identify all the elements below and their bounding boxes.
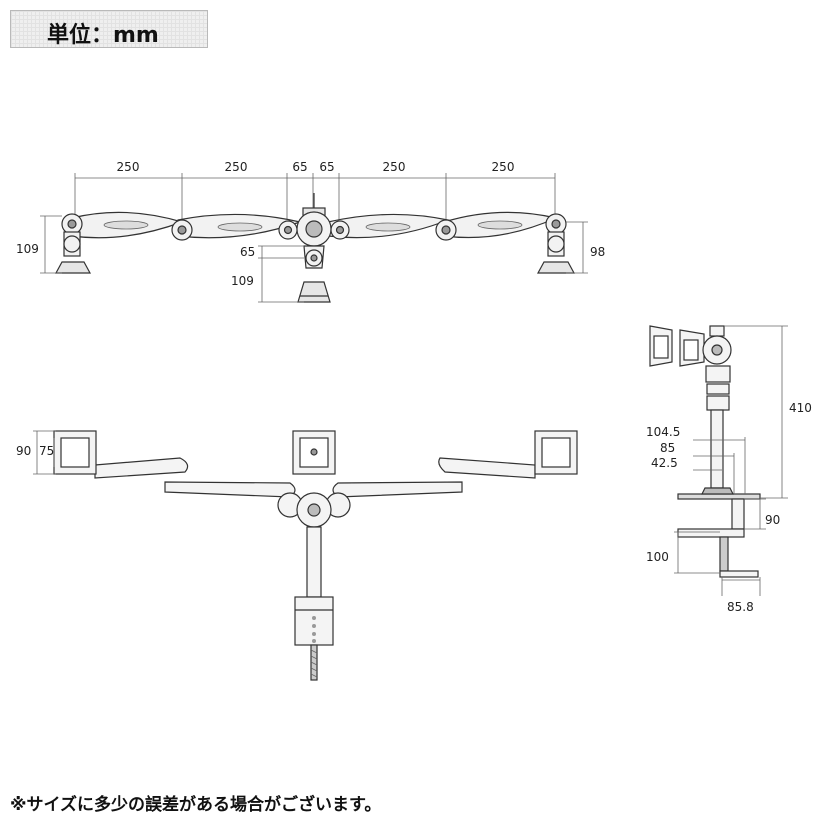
unit-box: 単位：mm bbox=[10, 10, 208, 48]
clamp bbox=[294, 596, 334, 646]
dim-plate-outer: 90 bbox=[16, 444, 31, 458]
dim-center-height: 109 bbox=[231, 274, 254, 288]
front-view bbox=[33, 430, 578, 681]
unit-label: 単位：mm bbox=[47, 23, 159, 48]
front-view-labels: 90 75 bbox=[16, 444, 54, 458]
top-view-labels: 250 250 65 65 250 250 109 65 109 98 bbox=[16, 160, 605, 288]
dim-span-2: 250 bbox=[225, 160, 248, 174]
dim-span-6: 250 bbox=[492, 160, 515, 174]
dim-left-height: 109 bbox=[16, 242, 39, 256]
dim-plate-inner: 75 bbox=[39, 444, 54, 458]
dim-span-4: 65 bbox=[319, 160, 334, 174]
error-note: ※サイズに多少の誤差がある場合がございます。 bbox=[10, 795, 382, 815]
dim-clamp-height: 90 bbox=[765, 513, 780, 527]
dim-span-3: 65 bbox=[292, 160, 307, 174]
side-view-labels: 410 104.5 85 42.5 90 100 85.8 bbox=[646, 401, 812, 614]
side-view bbox=[649, 325, 788, 596]
pole bbox=[306, 526, 322, 598]
dim-pole-offset-3: 42.5 bbox=[651, 456, 678, 470]
dim-center-offset: 65 bbox=[240, 245, 255, 259]
dim-span-1: 250 bbox=[117, 160, 140, 174]
joints bbox=[61, 213, 567, 241]
dim-screw-length: 100 bbox=[646, 550, 669, 564]
dim-right-height: 98 bbox=[590, 245, 605, 259]
top-view bbox=[40, 173, 588, 303]
dim-pole-offset-2: 85 bbox=[660, 441, 675, 455]
dim-span-5: 250 bbox=[383, 160, 406, 174]
dim-pole-offset-1: 104.5 bbox=[646, 425, 680, 439]
dim-total-height: 410 bbox=[789, 401, 812, 415]
dim-base-width: 85.8 bbox=[727, 600, 754, 614]
